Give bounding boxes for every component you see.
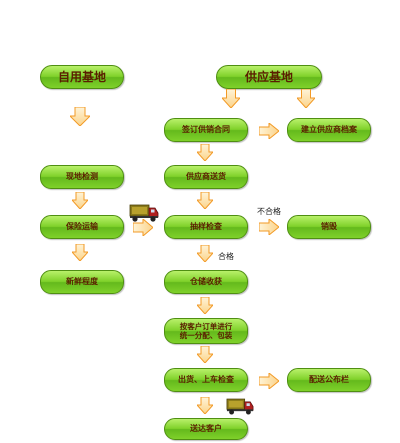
right-arrow-icon (259, 373, 279, 389)
delivery-board-box: 配送公布栏 (287, 368, 371, 392)
right-arrow-icon (133, 219, 153, 236)
on-site-inspection-box: 现地检测 (40, 165, 124, 189)
warehouse-receipt-box: 仓储收获 (164, 270, 248, 294)
down-arrow-icon (297, 89, 315, 108)
down-arrow-icon (197, 297, 213, 314)
deliver-to-customer-box: 送达客户 (164, 418, 248, 440)
down-arrow-icon (197, 245, 213, 262)
right-arrow-icon (259, 219, 279, 235)
supplier-delivery-box: 供应商送货 (164, 165, 248, 189)
truck-icon (129, 204, 159, 222)
supply-base-header: 供应基地 (216, 65, 322, 89)
own-base-header: 自用基地 (40, 65, 124, 89)
destroy-box: 销毁 (287, 215, 371, 239)
down-arrow-icon (222, 89, 240, 108)
pass-label: 合格 (218, 252, 234, 261)
truck-icon (226, 398, 254, 415)
down-arrow-icon (70, 107, 90, 126)
shipping-check-box: 出货、上车检查 (164, 368, 248, 392)
right-arrow-icon (259, 123, 279, 139)
down-arrow-icon (72, 244, 88, 261)
order-packing-box: 按客户订单进行 统一分配、包装 (164, 318, 248, 344)
fail-label: 不合格 (257, 207, 281, 216)
sign-contract-box: 签订供销合同 (164, 118, 248, 142)
down-arrow-icon (72, 192, 88, 209)
down-arrow-icon (197, 346, 213, 363)
down-arrow-icon (197, 192, 213, 209)
insured-transport-box: 保险运输 (40, 215, 124, 239)
down-arrow-icon (197, 397, 213, 414)
supplier-archive-box: 建立供应商档案 (287, 118, 371, 142)
down-arrow-icon (197, 144, 213, 161)
freshness-box: 新鲜程度 (40, 270, 124, 294)
sampling-inspection-box: 抽样检查 (164, 215, 248, 239)
